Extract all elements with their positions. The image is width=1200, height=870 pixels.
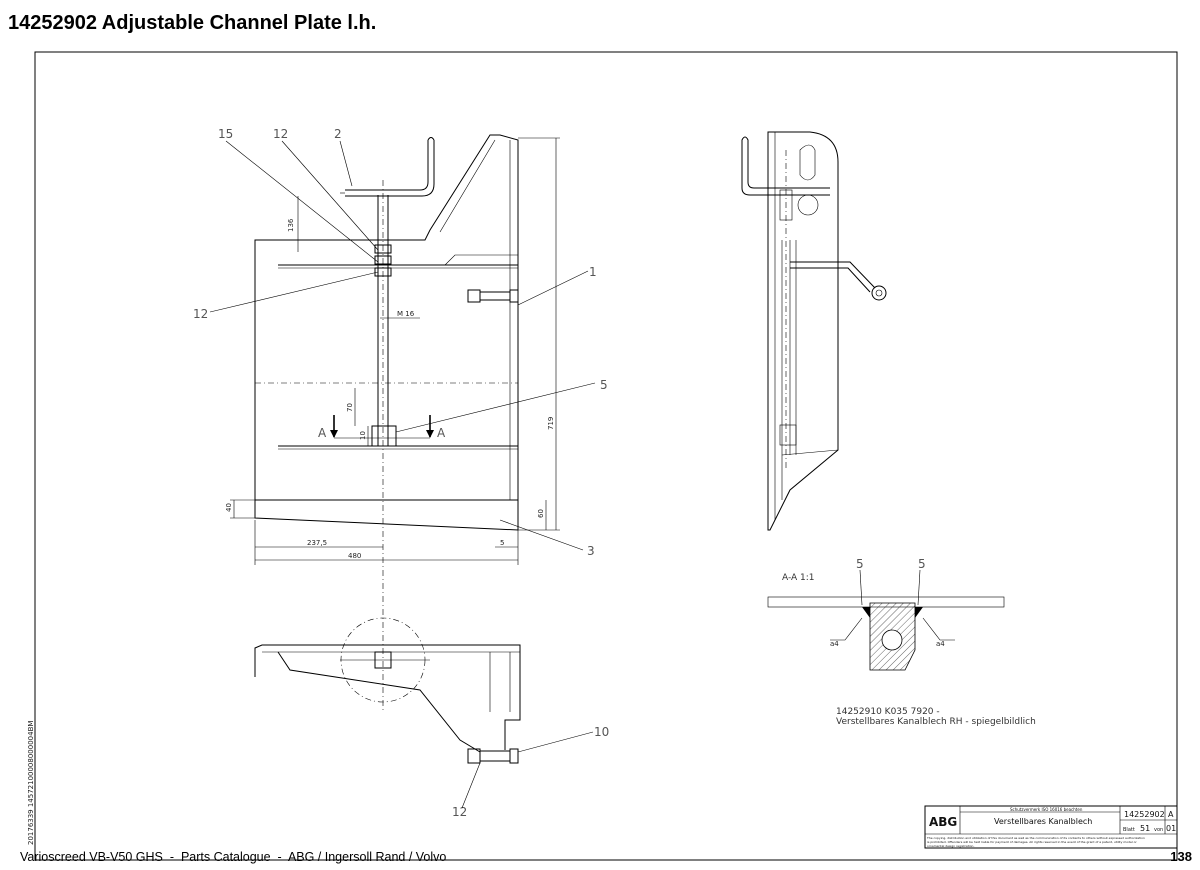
section-label-left: 5 <box>856 557 864 571</box>
callout-3: 3 <box>587 544 595 558</box>
svg-text:40: 40 <box>225 503 233 512</box>
drawing-number: 14252902 <box>1124 810 1165 819</box>
svg-text:51: 51 <box>1140 824 1150 833</box>
section-title: A-A 1:1 <box>782 573 815 583</box>
drawing-name: Verstellbares Kanalblech <box>994 817 1092 826</box>
svg-text:136: 136 <box>287 218 295 232</box>
side-code: 20176339 14572100008000004BM <box>27 721 35 845</box>
section-marker-right: A <box>437 426 446 440</box>
footer-catalogue: Varioscreed VB-V50 GHS - Parts Catalogue… <box>20 850 447 864</box>
note-line-1: 14252910 K035 7920 - <box>836 707 940 717</box>
callout-15: 15 <box>218 127 233 141</box>
callout-2: 2 <box>334 127 342 141</box>
weld-right: a4 <box>936 640 945 648</box>
svg-text:719: 719 <box>547 417 555 430</box>
svg-text:M 16: M 16 <box>397 310 415 318</box>
svg-text:A: A <box>1168 810 1174 819</box>
section-marker-left: A <box>318 426 327 440</box>
svg-text:5: 5 <box>500 539 504 547</box>
callout-12-top: 12 <box>273 127 288 141</box>
page-number: 138 <box>1170 849 1192 864</box>
svg-text:Blatt: Blatt <box>1123 827 1135 833</box>
section-label-right: 5 <box>918 557 926 571</box>
section-view: A-A 1:1 5 5 a4 a4 <box>767 557 1005 671</box>
abg-logo: ABG <box>929 815 957 829</box>
side-view <box>741 131 887 531</box>
note-line-2: Verstellbares Kanalblech RH - spiegelbil… <box>836 717 1036 727</box>
svg-text:10: 10 <box>359 431 367 440</box>
svg-text:01: 01 <box>1166 824 1176 833</box>
title-block: ABG Schutzvermerk ISO 16016 beachten Ver… <box>924 805 1178 849</box>
bottom-view <box>254 617 594 809</box>
callout-5: 5 <box>600 378 608 392</box>
svg-text:ornamental design registration: ornamental design registration. <box>927 844 974 848</box>
svg-text:237,5: 237,5 <box>307 539 327 547</box>
front-view: A A 136 M 16 70 10 719 40 60 237,5 5 480 <box>209 134 596 710</box>
svg-text:480: 480 <box>348 552 361 560</box>
callout-10: 10 <box>594 725 609 739</box>
drawing-frame <box>34 51 1178 861</box>
callout-12-left: 12 <box>193 307 208 321</box>
svg-text:Schutzvermerk ISO 16016 beacht: Schutzvermerk ISO 16016 beachten <box>1010 807 1083 812</box>
svg-text:is prohibited. Offenders will: is prohibited. Offenders will be held li… <box>927 840 1137 844</box>
svg-text:70: 70 <box>346 403 354 412</box>
callout-12-bottom: 12 <box>452 805 467 819</box>
callout-1: 1 <box>589 265 597 279</box>
weld-left: a4 <box>830 640 839 648</box>
page-title: 14252902 Adjustable Channel Plate l.h. <box>8 12 377 34</box>
svg-text:The copying, distribution and: The copying, distribution and utilizatio… <box>926 836 1145 840</box>
svg-text:60: 60 <box>537 509 545 518</box>
svg-text:von: von <box>1154 827 1163 833</box>
